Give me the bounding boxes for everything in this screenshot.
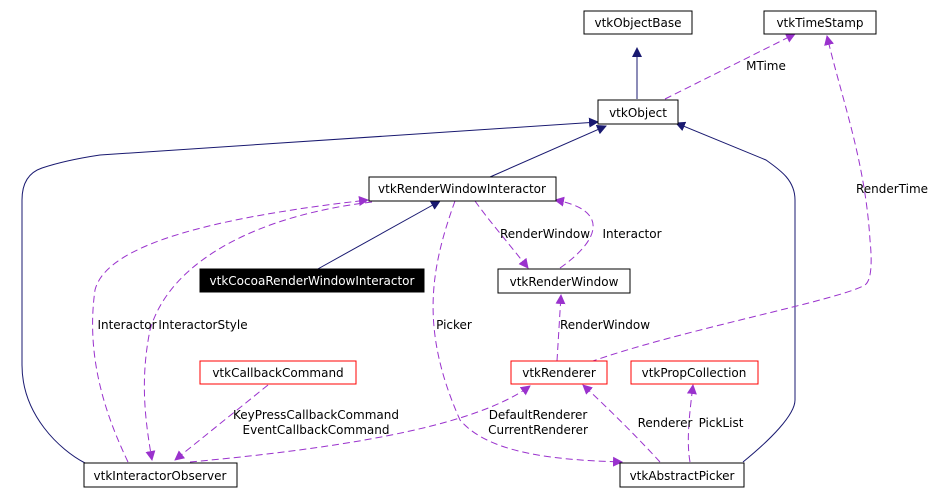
label-interactor-b: Interactor (97, 318, 156, 332)
label-defaultrenderer: DefaultRenderer (489, 408, 588, 422)
label-renderwindow-a: RenderWindow (500, 227, 590, 241)
edge-renderer-to-timestamp (589, 35, 872, 363)
edge-interactorobserver-to-renderwindowinteractor-interactor (92, 196, 369, 463)
node-label: vtkRenderer (522, 366, 596, 380)
edge-object-to-timestamp (664, 33, 796, 100)
edge-labels: MTime RenderTime RenderWindow Interactor… (97, 59, 928, 437)
node-label: vtkPropCollection (642, 366, 747, 380)
node-vtkrenderwindow[interactable]: vtkRenderWindow (497, 268, 631, 294)
edge-renderer-to-renderwindow (555, 294, 566, 362)
inheritance-edges (21, 47, 796, 464)
edge-renderwindowinteractor-to-abstractpicker (432, 200, 623, 467)
node-vtktimestamp[interactable]: vtkTimeStamp (763, 10, 877, 35)
node-vtkpropcollection[interactable]: vtkPropCollection (630, 360, 759, 385)
node-vtkrenderer[interactable]: vtkRenderer (510, 360, 608, 385)
edge-renderwindowinteractor-to-object (489, 125, 607, 178)
node-label: vtkObjectBase (594, 16, 681, 30)
node-label: vtkObject (609, 106, 667, 120)
node-label: vtkRenderWindowInteractor (378, 182, 546, 196)
label-keypresscallbackcommand: KeyPressCallbackCommand (233, 408, 399, 422)
node-vtkobject[interactable]: vtkObject (597, 99, 679, 125)
label-currentrenderer: CurrentRenderer (488, 423, 588, 437)
label-eventcallbackcommand: EventCallbackCommand (243, 423, 390, 437)
label-interactor-a: Interactor (602, 227, 661, 241)
label-picklist: PickList (699, 416, 744, 430)
node-label: vtkRenderWindow (510, 275, 619, 289)
edge-renderwindow-to-renderwindowinteractor (554, 196, 594, 269)
edge-renderwindowinteractor-to-interactorobserver-style (143, 201, 373, 461)
node-vtkabstractpicker[interactable]: vtkAbstractPicker (619, 462, 745, 488)
node-vtkcocoarenderwindowinteractor[interactable]: vtkCocoaRenderWindowInteractor (199, 268, 425, 293)
label-renderwindow-b: RenderWindow (560, 318, 650, 332)
edge-propcollection-to-abstractpicker (686, 384, 697, 463)
edge-abstractpicker-to-object (675, 121, 796, 463)
node-vtkcallbackcommand[interactable]: vtkCallbackCommand (199, 360, 357, 385)
label-renderer: Renderer (638, 416, 693, 430)
edge-cocoa-to-renderwindowinteractor (315, 200, 441, 271)
usage-edges (92, 33, 872, 467)
node-label: vtkCallbackCommand (212, 366, 343, 380)
edge-interactorobserver-to-object (21, 117, 599, 464)
label-mtime: MTime (746, 59, 786, 73)
node-label: vtkTimeStamp (776, 16, 863, 30)
node-vtkrenderwindowinteractor[interactable]: vtkRenderWindowInteractor (368, 176, 557, 202)
label-interactorstyle: InteractorStyle (158, 318, 247, 332)
node-label: vtkAbstractPicker (630, 469, 735, 483)
edge-callbackcommand-to-interactorobserver (174, 384, 269, 461)
node-vtkinteractorobserver[interactable]: vtkInteractorObserver (83, 462, 238, 488)
node-label: vtkCocoaRenderWindowInteractor (210, 274, 415, 288)
node-vtkobjectbase[interactable]: vtkObjectBase (583, 10, 693, 35)
label-rendertime: RenderTime (856, 182, 928, 196)
node-label: vtkInteractorObserver (94, 469, 227, 483)
label-picker: Picker (436, 318, 472, 332)
